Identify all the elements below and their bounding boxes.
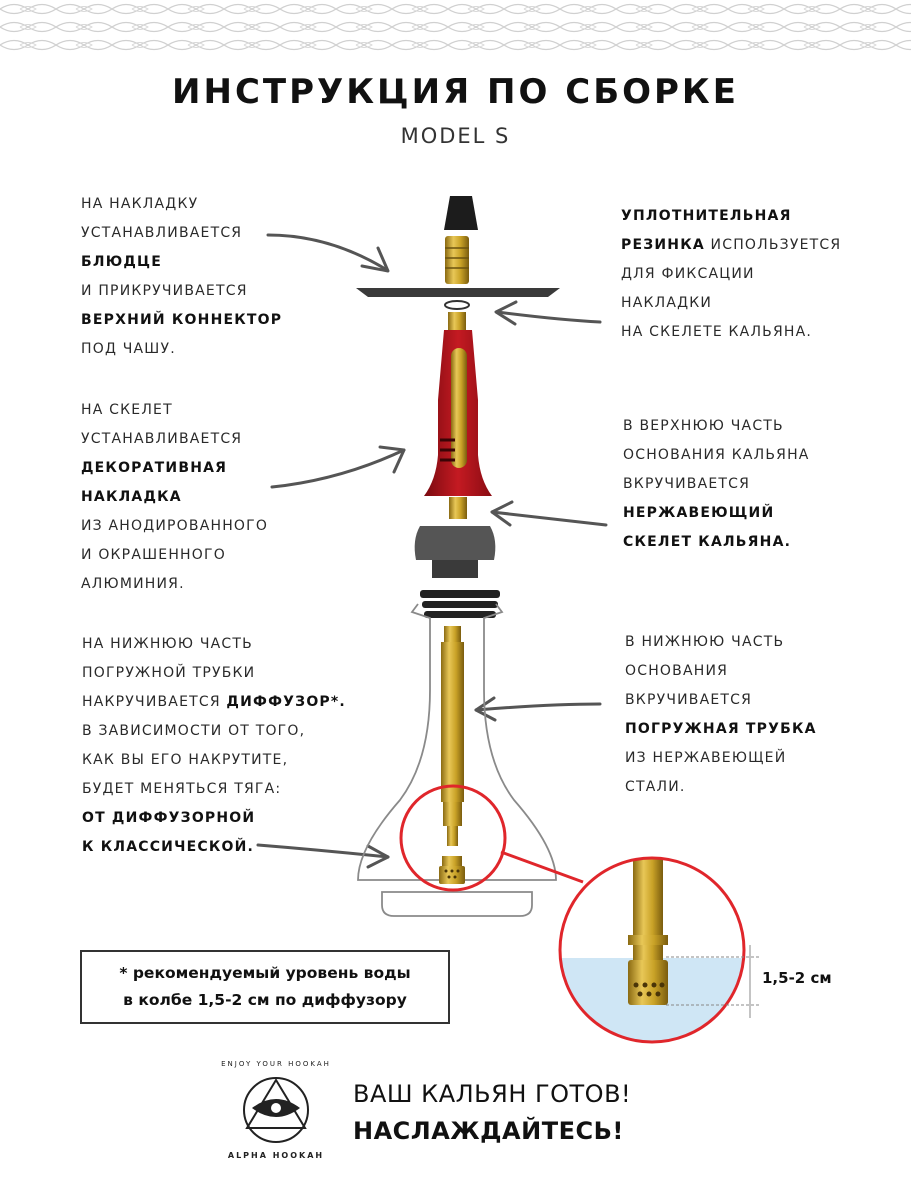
callout-line: В ЗАВИСИМОСТИ ОТ ТОГО, [82,723,306,739]
callout-line: ДЕКОРАТИВНАЯ [81,460,228,476]
callout-line: УСТАНАВЛИВАЕТСЯ [81,431,243,447]
callout-sleeve: НА СКЕЛЕТ УСТАНАВЛИВАЕТСЯ ДЕКОРАТИВНАЯ Н… [81,396,268,599]
callout-line: И ПРИКРУЧИВАЕТСЯ [81,283,248,299]
alpha-hookah-logo [243,1077,309,1143]
callout-line: НА СКЕЛЕТ [81,402,173,418]
callout-line: ПОГРУЖНОЙ ТРУБКИ [82,665,256,681]
callout-text: НАКРУЧИВАЕТСЯ [82,694,227,710]
callout-skeleton: В ВЕРХНЮЮ ЧАСТЬ ОСНОВАНИЯ КАЛЬЯНА ВКРУЧИ… [623,412,810,557]
focus-circle [399,784,507,892]
header-pattern [0,0,911,54]
callout-line: И ОКРАШЕННОГО [81,547,226,563]
callout-text: ИСПОЛЬЗУЕТСЯ [704,237,842,253]
callout-line: ИЗ АНОДИРОВАННОГО [81,518,269,534]
seal-ring-icon [444,300,470,310]
zoom-circle [558,856,746,1044]
decorative-sleeve-icon [424,330,492,496]
logo-bottom-text: ALPHA HOOKAH [227,1151,325,1160]
callout-line: НАКЛАДКА [81,489,182,505]
diffuser-icon [439,856,465,884]
page-subtitle: MODEL S [400,124,511,148]
note-line: в колбе 1,5-2 см по диффузору [123,991,407,1009]
base-connector-icon [414,526,496,578]
arrow-icon [490,510,608,527]
arrow-icon [266,233,389,272]
plate-icon [356,288,560,297]
note-line: * рекомендуемый уровень воды [119,964,411,982]
downstem-icon [441,626,464,846]
callout-bowl-plate: НА НАКЛАДКУ УСТАНАВЛИВАЕТСЯ БЛЮДЦЕ И ПРИ… [81,190,282,364]
callout-line: УПЛОТНИТЕЛЬНАЯ [621,208,792,224]
callout-line: НА НИЖНЮЮ ЧАСТЬ [82,636,253,652]
logo-ring-text: ENJOY YOUR HOOKAH ALPHA HOOKAH [218,1060,334,1160]
water-level-note: * рекомендуемый уровень воды в колбе 1,5… [80,950,450,1024]
arrow-icons [256,233,608,869]
bowl-top-icon [444,196,478,230]
callout-line: ДЛЯ ФИКСАЦИИ [621,266,755,282]
callout-line: СТАЛИ. [625,779,686,795]
callout-line: БУДЕТ МЕНЯТЬСЯ ТЯГА: [82,781,282,797]
callout-line: НА НАКЛАДКУ [81,196,199,212]
top-connector-icon [445,236,469,284]
vase-icon [357,590,557,917]
ready-line-2: НАСЛАЖДАЙТЕСЬ! [353,1117,624,1145]
callout-line: АЛЮМИНИЯ. [81,576,185,592]
callout-line: НАКРУЧИВАЕТСЯ ДИФФУЗОР*. [82,688,346,717]
arrow-icon [474,702,602,712]
callout-line: СКЕЛЕТ КАЛЬЯНА. [623,534,792,550]
callout-line: ОСНОВАНИЯ КАЛЬЯНА [623,447,810,463]
callout-bold-word: ДИФФУЗОР*. [226,694,346,710]
callout-line: К КЛАССИЧЕСКОЙ. [82,839,255,855]
callout-line: ПОД ЧАШУ. [81,341,176,357]
callout-line: ВКРУЧИВАЕТСЯ [625,692,753,708]
ready-line-1: ВАШ КАЛЬЯН ГОТОВ! [353,1080,632,1108]
callout-downstem: В НИЖНЮЮ ЧАСТЬ ОСНОВАНИЯ ВКРУЧИВАЕТСЯ ПО… [625,628,817,802]
callout-line: ОТ ДИФФУЗОРНОЙ [82,810,256,826]
arrow-icon [495,310,602,324]
callout-seal: УПЛОТНИТЕЛЬНАЯ РЕЗИНКА ИСПОЛЬЗУЕТСЯ ДЛЯ … [621,202,841,347]
callout-line: ВЕРХНИЙ КОННЕКТОР [81,312,283,328]
logo-top-text: ENJOY YOUR HOOKAH [221,1060,331,1068]
callout-line: БЛЮДЦЕ [81,254,162,270]
callout-line: ОСНОВАНИЯ [625,663,729,679]
arrow-icon [270,448,406,489]
callout-line: НА СКЕЛЕТЕ КАЛЬЯНА. [621,324,813,340]
callout-line: УСТАНАВЛИВАЕТСЯ [81,225,243,241]
callout-diffuser: НА НИЖНЮЮ ЧАСТЬ ПОГРУЖНОЙ ТРУБКИ НАКРУЧИ… [82,630,346,862]
page-title: ИНСТРУКЦИЯ ПО СБОРКЕ [172,72,739,112]
water-level-label: 1,5-2 см [762,969,832,987]
level-dimension [666,945,760,1018]
callout-line: НАКЛАДКИ [621,295,713,311]
callout-bold-word: РЕЗИНКА [621,237,705,253]
skeleton-thread-icon [449,497,467,519]
callout-line: КАК ВЫ ЕГО НАКРУТИТЕ, [82,752,289,768]
arrow-icon [256,843,390,859]
callout-line: РЕЗИНКА ИСПОЛЬЗУЕТСЯ [621,231,841,260]
callout-line: В НИЖНЮЮ ЧАСТЬ [625,634,785,650]
callout-line: НЕРЖАВЕЮЩИЙ [623,505,775,521]
callout-line: В ВЕРХНЮЮ ЧАСТЬ [623,418,784,434]
zoom-connector-line [500,850,584,884]
callout-line: ИЗ НЕРЖАВЕЮЩЕЙ [625,750,787,766]
callout-line: ВКРУЧИВАЕТСЯ [623,476,751,492]
callout-line: ПОГРУЖНАЯ ТРУБКА [625,721,817,737]
